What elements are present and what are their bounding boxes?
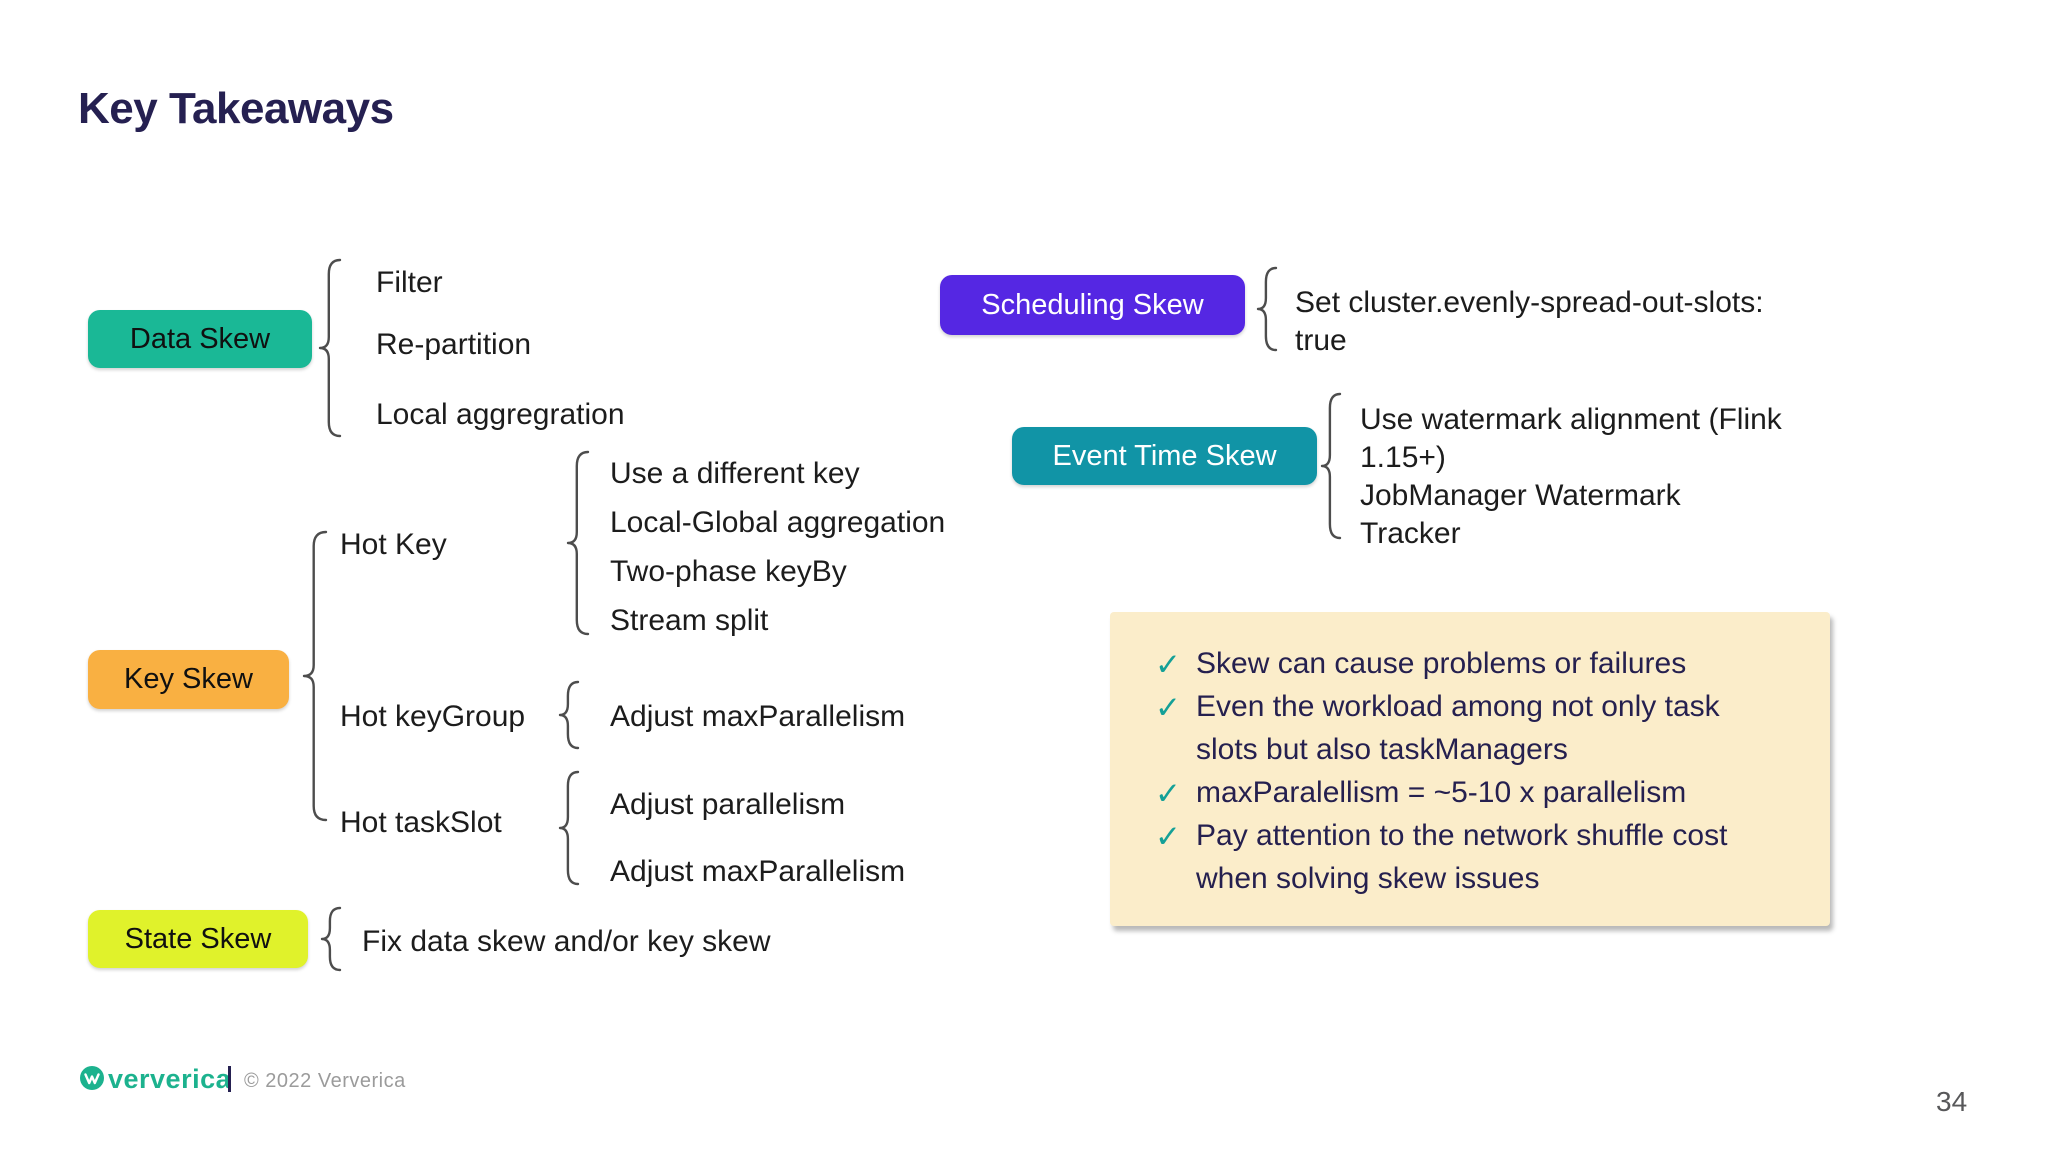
indent-spacer (1155, 733, 1196, 767)
note-line: when solving skew issues (1155, 862, 1540, 896)
diagram-item: Use watermark alignment (Flink (1360, 403, 1782, 436)
data-skew-badge: Data Skew (88, 310, 312, 368)
note-line: ✓ Even the workload among not only task (1155, 690, 1720, 726)
brace-icon (558, 680, 580, 750)
scheduling-skew-badge: Scheduling Skew (940, 275, 1245, 335)
check-icon: ✓ (1155, 819, 1181, 854)
diagram-branch-label: Hot Key (340, 528, 447, 561)
diagram-item: Re-partition (376, 328, 532, 361)
note-text: Skew can cause problems or failures (1196, 647, 1687, 680)
check-icon: ✓ (1155, 690, 1181, 725)
brace-icon (320, 906, 342, 972)
brace-icon (558, 770, 580, 886)
diagram-item: Adjust maxParallelism (610, 855, 906, 888)
event-time-skew-badge: Event Time Skew (1012, 427, 1317, 485)
state-skew-badge: State Skew (88, 910, 308, 968)
note-line: ✓ Pay attention to the network shuffle c… (1155, 819, 1727, 855)
diagram-item: true (1295, 324, 1347, 357)
diagram-item: Two-phase keyBy (610, 555, 847, 588)
check-icon: ✓ (1155, 647, 1181, 682)
takeaways-note-box: ✓ Skew can cause problems or failures ✓ … (1110, 612, 1830, 926)
page-number: 34 (1936, 1086, 1968, 1117)
note-text: maxParalellism = ~5-10 x parallelism (1196, 776, 1687, 809)
ververica-logo-icon (80, 1066, 104, 1090)
diagram-item: Local aggregration (376, 398, 625, 431)
diagram-branch-label: Hot taskSlot (340, 806, 502, 839)
page-title: Key Takeaways (78, 84, 394, 133)
note-line: ✓ Skew can cause problems or failures (1155, 647, 1686, 683)
note-line: ✓ maxParalellism = ~5-10 x parallelism (1155, 776, 1686, 812)
note-text: when solving skew issues (1196, 862, 1540, 895)
brace-icon (302, 530, 328, 822)
diagram-item: Stream split (610, 604, 769, 637)
diagram-item: Fix data skew and/or key skew (362, 925, 771, 958)
brace-icon (318, 258, 342, 438)
diagram-item: Filter (376, 266, 443, 299)
copyright-text: © 2022 Ververica (244, 1070, 406, 1092)
diagram-item: Set cluster.evenly-spread-out-slots: (1295, 286, 1764, 319)
diagram-item: Tracker (1360, 517, 1461, 550)
note-text: Pay attention to the network shuffle cos… (1196, 819, 1728, 852)
diagram-item: Adjust maxParallelism (610, 700, 906, 733)
diagram-item: Local-Global aggregation (610, 506, 946, 539)
indent-spacer (1155, 862, 1196, 896)
diagram-item: JobManager Watermark (1360, 479, 1681, 512)
brand-wordmark: ververica (108, 1064, 232, 1094)
footer-divider (228, 1066, 231, 1092)
diagram-item: Adjust parallelism (610, 788, 846, 821)
brace-icon (1320, 392, 1342, 540)
note-text: slots but also taskManagers (1196, 733, 1568, 766)
key-skew-badge: Key Skew (88, 650, 289, 709)
diagram-item: Use a different key (610, 457, 860, 490)
brace-icon (1256, 266, 1278, 352)
check-icon: ✓ (1155, 776, 1181, 811)
note-line: slots but also taskManagers (1155, 733, 1568, 767)
note-text: Even the workload among not only task (1196, 690, 1720, 723)
diagram-item: 1.15+) (1360, 441, 1446, 474)
diagram-branch-label: Hot keyGroup (340, 700, 526, 733)
brace-icon (566, 450, 590, 636)
